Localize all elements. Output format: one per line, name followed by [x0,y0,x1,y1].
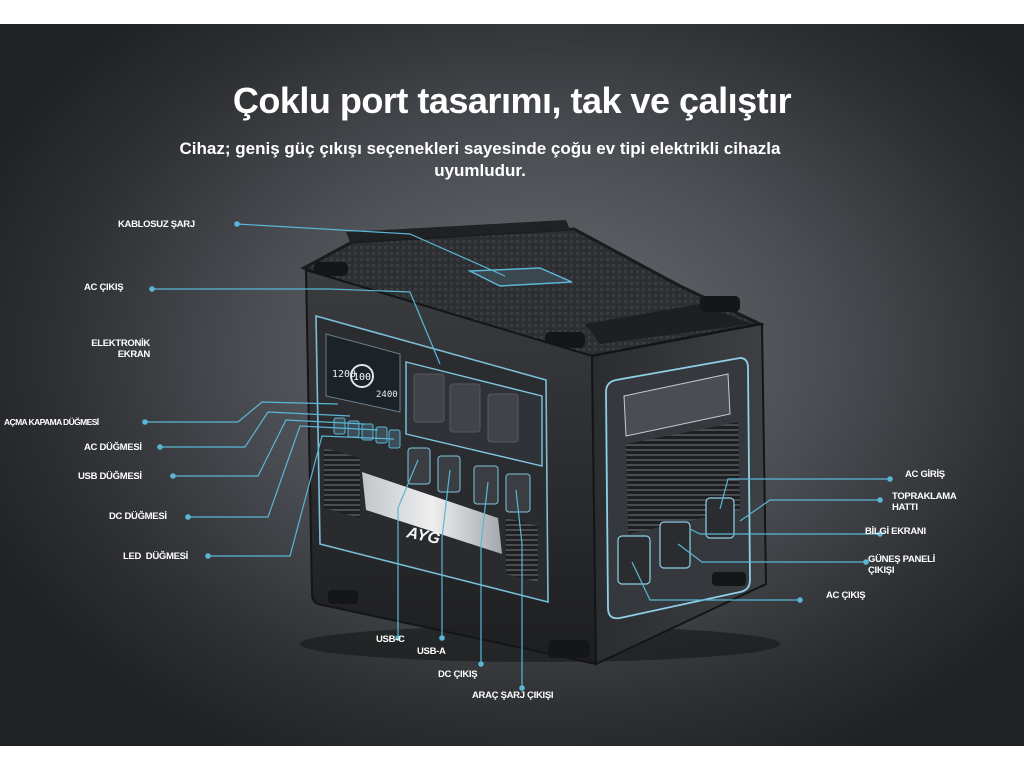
callout-line-ac-side [631,561,800,601]
callout-lines [145,223,890,688]
label-ac-input: AC GİRİŞ [905,469,945,480]
callout-dot [797,597,803,603]
ac-outlet [413,373,445,423]
callout-dot [149,286,155,292]
label-ac-output-side: AC ÇIKIŞ [826,590,866,601]
callout-line-usb-button [173,419,365,477]
ac-outlet [449,383,481,433]
callout-dot [142,419,148,425]
wireless-charging-pad [467,267,573,287]
callout-dot [478,661,484,667]
foot [712,572,746,586]
callout-line-ac-button [160,411,351,448]
callout-dot [234,221,240,227]
callout-dot [185,514,191,520]
callout-line-dc-out [480,481,489,664]
callout-dots [142,221,893,691]
label-led-button: LED DÜĞMESİ [123,551,189,562]
display-ring [350,364,374,388]
power-station-illustration: 1200 100 2400 AYG [142,220,893,691]
callout-line-usb-a [441,469,451,638]
display-screen [325,333,401,413]
product-infographic: 1200 100 2400 AYG [0,24,1024,746]
corner-pad [314,262,348,276]
callout-line-usb-c [397,459,419,638]
label-info-screen: BİLGİ EKRANI [865,526,926,537]
label-car-charging: ARAÇ ŞARJ ÇIKIŞI [472,690,554,701]
page-subtitle: Cihaz; geniş güç çıkışı seçenekleri saye… [179,139,781,180]
callout-dot [877,531,883,537]
led-light-bar [362,472,502,554]
callout-line-info [689,528,880,535]
display-readout-right: 2400 [376,390,398,400]
top-handle-rear [585,304,752,344]
label-wireless-charging: KABLOSUZ ŞARJ [118,219,195,230]
side-ac-outlet [617,535,651,585]
callout-dot [157,444,163,450]
label-power-button: AÇMA KAPAMA DÜĞMESİ [4,417,99,427]
callout-dot [887,476,893,482]
display-readout-center: 100 [353,372,371,383]
callout-line-led-button [208,435,395,557]
label-solar-output: GÜNEŞ PANELİ ÇIKIŞI [868,554,935,576]
label-dc-button: DC DÜĞMESİ [109,511,167,522]
callout-line-solar [677,543,866,563]
label-usb-button: USB DÜĞMESİ [78,471,142,482]
callout-line-power [145,401,339,423]
left-grill [324,448,360,518]
label-dc-output: DC ÇIKIŞ [438,669,478,680]
label-grounding: TOPRAKLAMA HATTI [892,491,957,513]
ac-outlet [487,393,519,443]
side-handle [623,373,731,437]
corner-pad [700,296,740,312]
callout-line-ac-top [152,288,441,365]
display-readout-left: 1200 [332,369,356,380]
page-title: Çoklu port tasarımı, tak ve çalıştır [232,80,792,121]
callout-line-wireless [236,223,506,277]
callout-dot [395,635,401,641]
side-ac-input [705,497,735,539]
callout-line-car [515,489,523,688]
foot [328,590,358,604]
label-display: ELEKTRONİK EKRAN [91,338,150,360]
callout-dot [519,685,525,691]
foot [548,640,590,658]
callout-dot [205,553,211,559]
callout-dot [863,559,869,565]
top-handle [346,220,570,242]
callout-line-ac-input [719,478,890,510]
label-usb-a: USB-A [417,646,446,657]
callout-dot [439,635,445,641]
label-usb-c: USB-C [376,634,405,645]
brand-logo: AYG [404,524,441,548]
callout-line-ground [739,499,880,522]
label-ac-output-top: AC ÇIKIŞ [84,282,124,293]
callout-dot [170,473,176,479]
callout-line-dc-button [188,425,379,518]
side-port [659,521,691,569]
label-ac-button: AC DÜĞMESİ [84,442,142,453]
callout-dot [877,497,883,503]
